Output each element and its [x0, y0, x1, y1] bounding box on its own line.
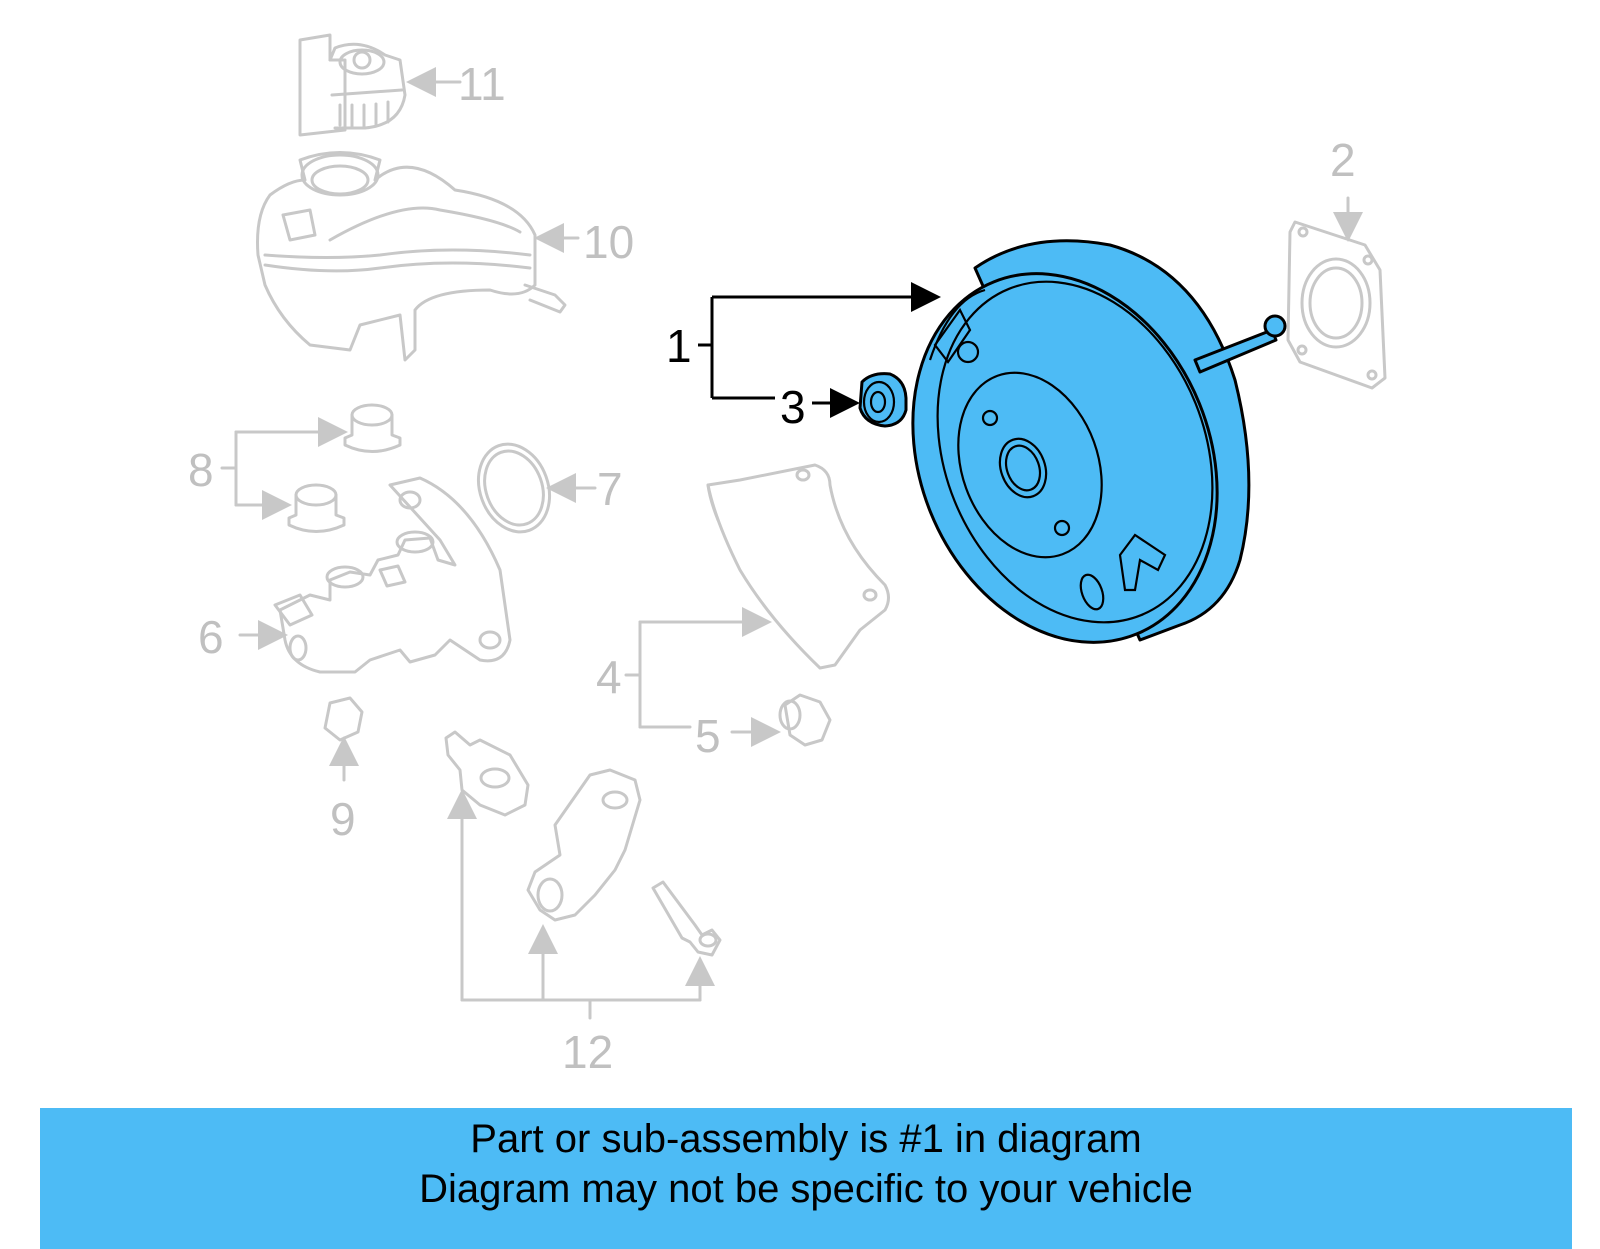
- brake-booster-part[interactable]: [859, 228, 1287, 689]
- pressure-sensor-part[interactable]: [444, 730, 530, 817]
- callout-6: 6: [198, 611, 224, 663]
- callout-2: 2: [1330, 134, 1356, 186]
- fluid-reservoir-part[interactable]: [256, 151, 580, 362]
- flange-nut-part[interactable]: [730, 693, 832, 747]
- callout-7: 7: [597, 463, 623, 515]
- callout-11: 11: [458, 58, 506, 110]
- bolt-part[interactable]: [651, 880, 722, 957]
- nut-part[interactable]: [323, 696, 364, 782]
- callout-9: 9: [330, 793, 356, 845]
- callout-3: 3: [780, 381, 806, 433]
- grommet-part-lower[interactable]: [287, 483, 346, 533]
- callout-12: 12: [562, 1026, 613, 1078]
- banner-line-1: Part or sub-assembly is #1 in diagram: [470, 1117, 1142, 1161]
- callout-12-leader: [447, 789, 715, 1020]
- reservoir-cap-part[interactable]: [298, 33, 462, 137]
- callout-8-leader: [220, 417, 348, 520]
- callout-5: 5: [695, 710, 721, 762]
- info-banner: Part or sub-assembly is #1 in diagram Di…: [40, 1108, 1572, 1249]
- grommet-part-upper[interactable]: [343, 403, 402, 453]
- callout-8: 8: [188, 444, 214, 496]
- booster-grommet-part[interactable]: [858, 372, 908, 428]
- callout-4: 4: [596, 651, 622, 703]
- booster-gasket-part[interactable]: [1286, 196, 1387, 390]
- heat-shield-part[interactable]: [624, 463, 890, 729]
- master-cylinder-part[interactable]: [238, 476, 512, 674]
- banner-line-2: Diagram may not be specific to your vehi…: [419, 1167, 1193, 1211]
- o-ring-part[interactable]: [467, 434, 597, 542]
- sensor-bracket-part[interactable]: [526, 768, 642, 922]
- callout-1-leader: [698, 282, 941, 418]
- callout-1: 1: [666, 320, 692, 372]
- callout-10: 10: [583, 216, 634, 268]
